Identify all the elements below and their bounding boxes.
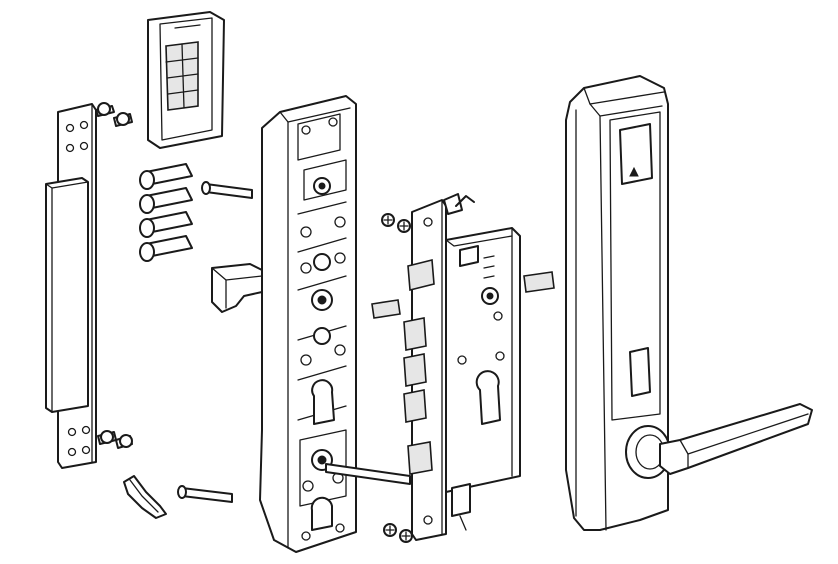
mortise-screws	[381, 213, 413, 543]
fingerprint-window	[619, 123, 653, 185]
outer-lock-panel	[565, 75, 669, 531]
spindle-bar	[325, 463, 411, 485]
spindle-pin	[201, 181, 253, 199]
keypad-window	[629, 347, 651, 397]
inner-mounting-plate	[259, 95, 357, 553]
strike-screws	[95, 102, 133, 449]
lever-handle	[625, 403, 813, 479]
mounting-bolt	[177, 485, 233, 503]
small-bracket	[123, 475, 167, 519]
aa-batteries	[139, 163, 193, 262]
connector-pin	[523, 271, 555, 293]
mortise-lock-body	[403, 193, 521, 541]
square-spindle	[371, 299, 401, 319]
inner-handle	[211, 263, 263, 313]
strike-plate	[45, 103, 97, 469]
battery-cover	[147, 11, 225, 149]
